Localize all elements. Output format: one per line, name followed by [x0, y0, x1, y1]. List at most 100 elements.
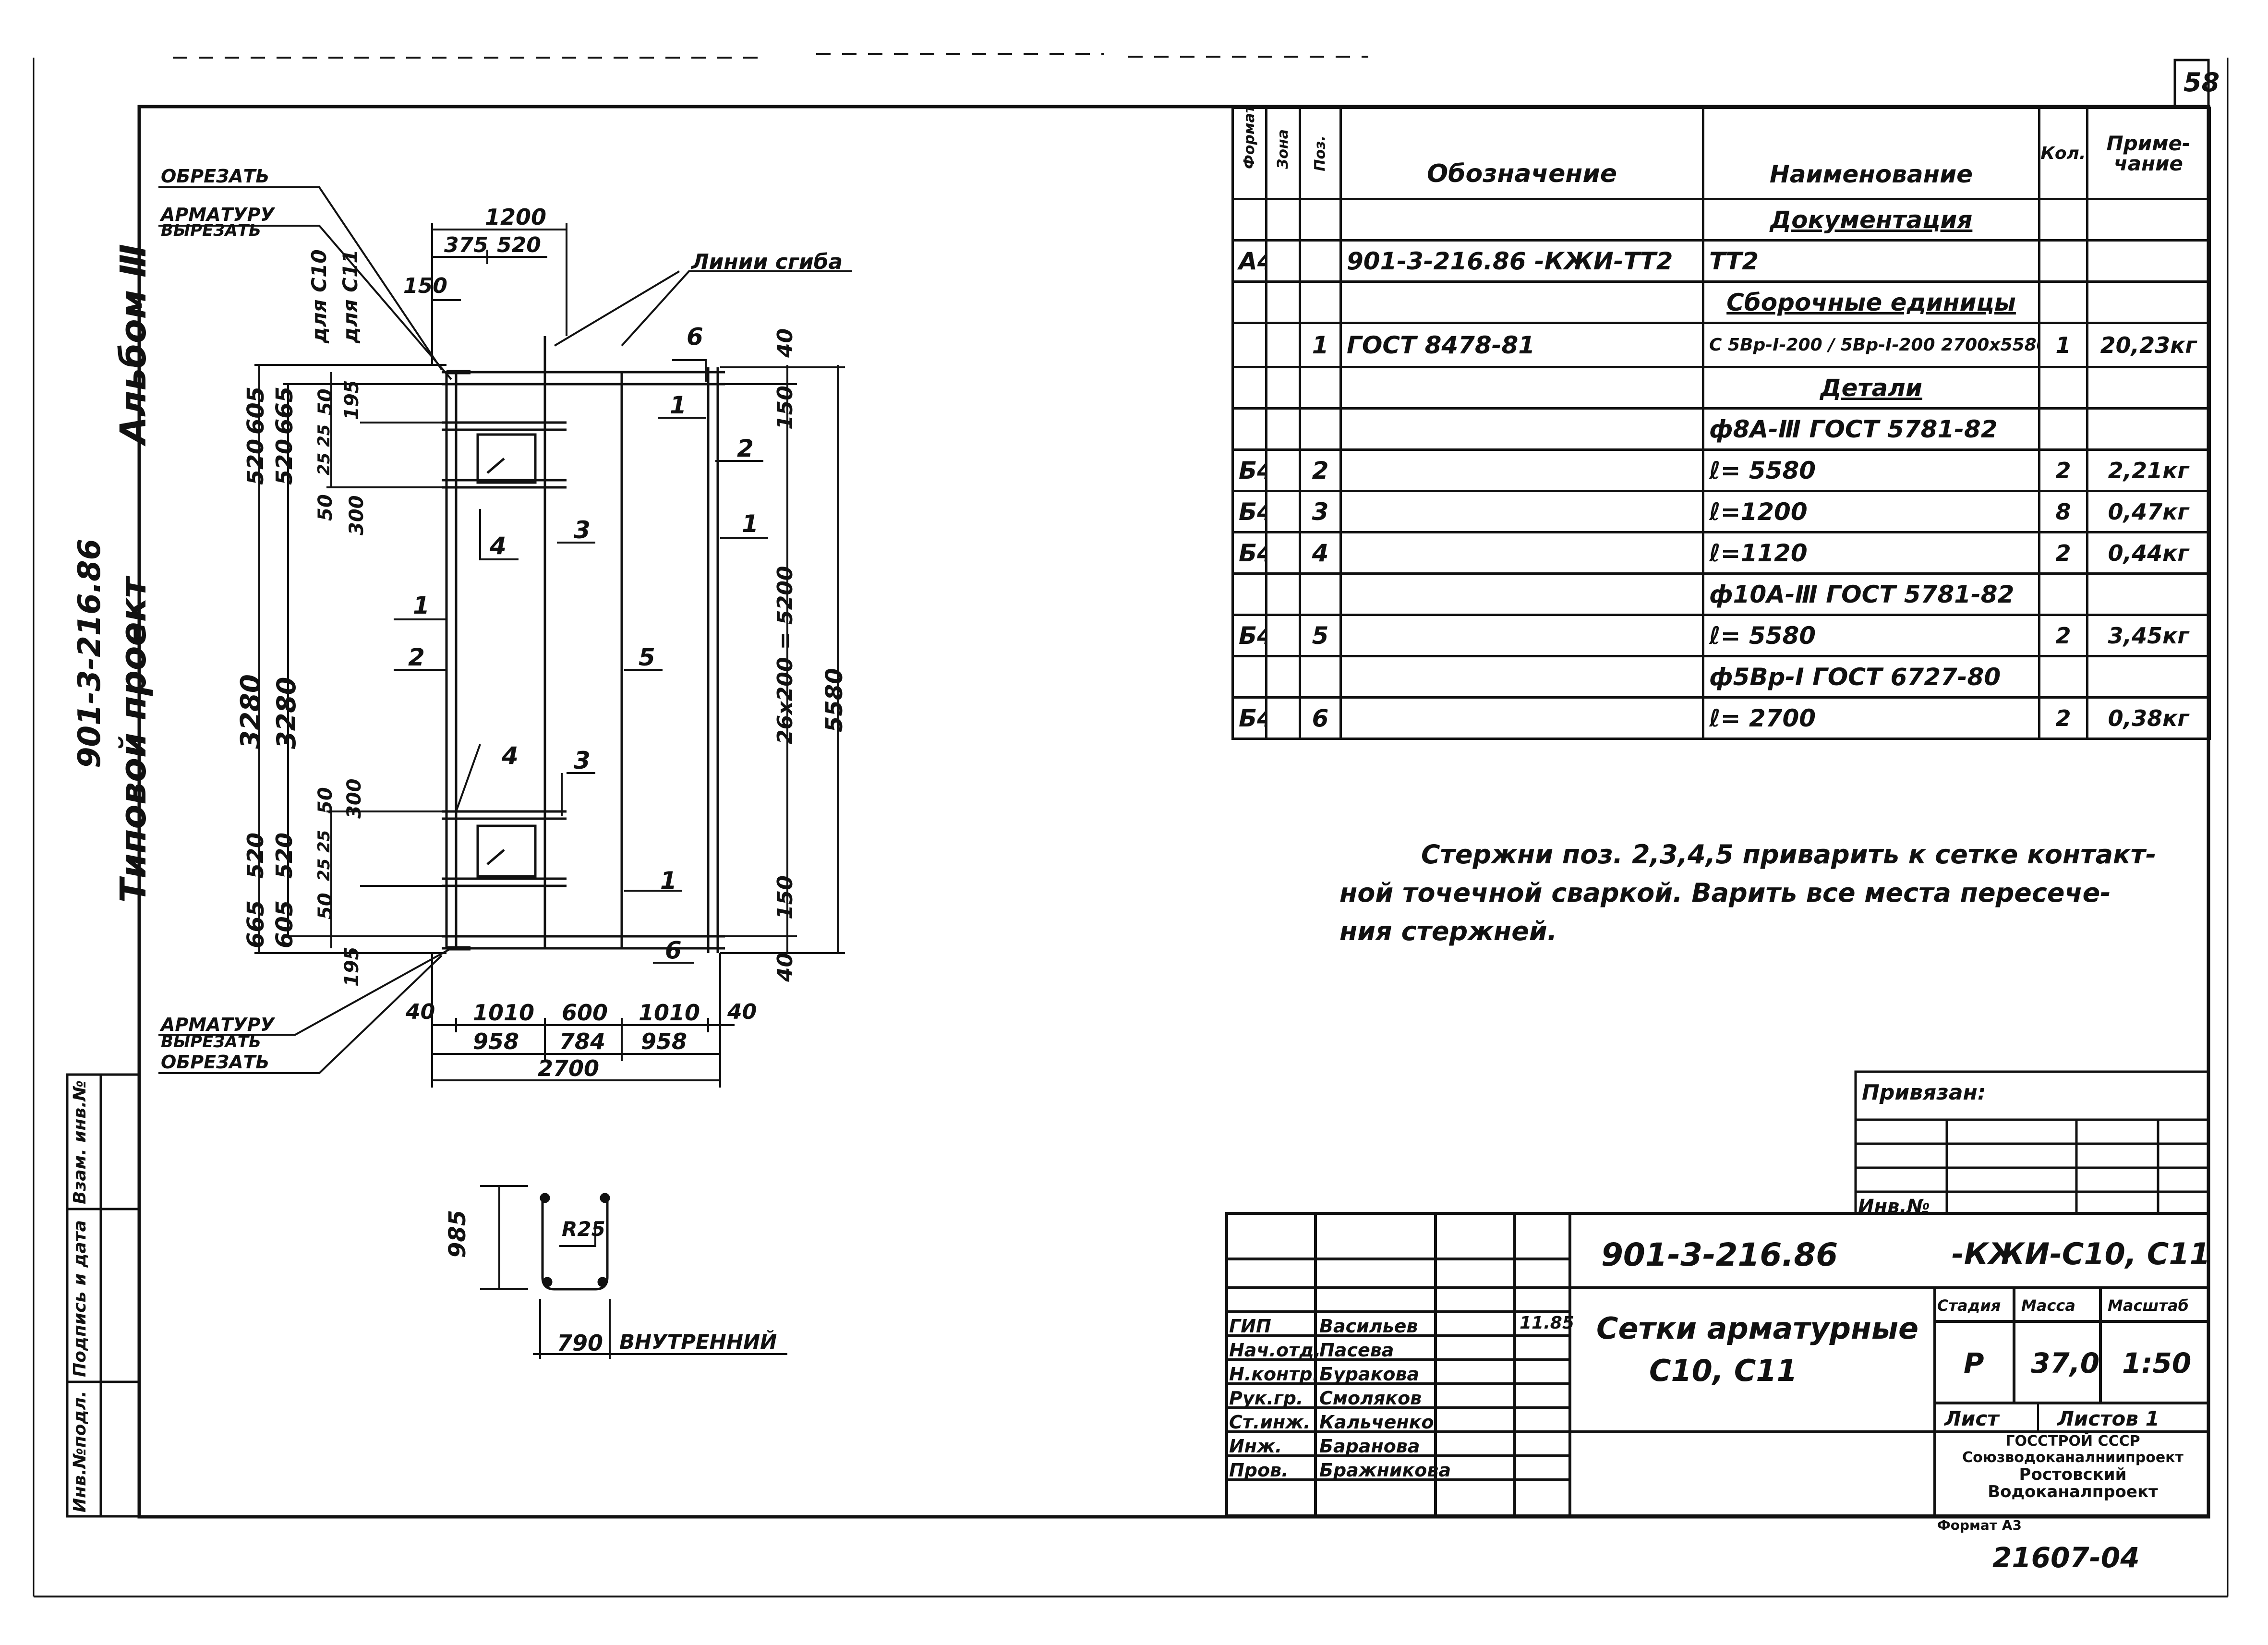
spec-cell-note: 20,23кг — [2086, 322, 2211, 368]
spec-cell-name: ТТ2 — [1702, 239, 2040, 283]
label-cut-top: ОБРЕЗАТЬ — [161, 166, 270, 187]
pos-5-mid: 5 — [639, 643, 655, 671]
spec-cell-note: 0,38кг — [2086, 696, 2211, 740]
spec-cell-name: ℓ= 2700 — [1702, 696, 2040, 740]
spec-cell-pos — [1299, 280, 1342, 324]
mass-label: Масса — [2021, 1296, 2075, 1315]
section-detail — [480, 1185, 787, 1359]
label-rebar-bottom-2: ВЫРЕЗАТЬ — [161, 1032, 261, 1052]
dim-left-50-b: 50 — [314, 494, 337, 521]
spec-header-zone: Зона — [1265, 107, 1301, 200]
org-line-2: Союзводоканалниипроект — [1962, 1449, 2184, 1466]
dim-left-3280-b: 3280 — [271, 677, 302, 749]
dim-left-300-top: 300 — [346, 495, 368, 536]
pos-1-bottom: 1 — [660, 867, 677, 895]
dim-section-width: 790 — [557, 1330, 603, 1356]
spec-cell-zone — [1265, 490, 1301, 533]
spec-row: ф5Вр-I ГОСТ 6727-80 — [1231, 655, 2211, 699]
spec-cell-designation: 901-3-216.86 -КЖИ-ТТ2 — [1339, 239, 1704, 283]
signer-role: Инж. — [1229, 1436, 1282, 1457]
label-cut-bottom: ОБРЕЗАТЬ — [161, 1052, 270, 1073]
spec-cell-name: ℓ= 5580 — [1702, 448, 2040, 492]
signer-name: Васильев — [1319, 1316, 1418, 1337]
dim-bottom-784: 784 — [559, 1028, 606, 1054]
pos-1-right: 1 — [742, 510, 759, 538]
spec-cell-pos — [1299, 198, 1342, 242]
spec-cell-qty — [2038, 198, 2088, 242]
dim-left-50-a: 50 — [314, 388, 337, 415]
spec-cell-note — [2086, 239, 2211, 283]
dim-left-50-d: 50 — [314, 893, 337, 919]
pos-6-top: 6 — [687, 323, 703, 351]
note-block: Стержни поз. 2,3,4,5 приварить к сетке к… — [1339, 835, 2204, 951]
spec-cell-zone — [1265, 280, 1301, 324]
spec-cell-format: Б4 — [1231, 490, 1267, 533]
spec-cell-note — [2086, 655, 2211, 699]
dim-bottom-1010-r: 1010 — [639, 1000, 700, 1026]
stage-label: Стадия — [1937, 1296, 2001, 1315]
signer-role: Рук.гр. — [1229, 1388, 1303, 1409]
dim-left-50-c: 50 — [314, 787, 337, 814]
signer-role: Пров. — [1229, 1460, 1289, 1481]
dim-top-150: 150 — [403, 274, 447, 298]
dim-right-40-top: 40 — [773, 328, 797, 358]
spec-cell-designation — [1339, 198, 1704, 242]
spec-header-row: Формат Зона Поз. Обозначение Наименовани… — [1231, 107, 2211, 200]
signer-date-note: 11.85 — [1520, 1313, 1574, 1333]
spec-cell-pos: 5 — [1299, 614, 1342, 657]
dim-top-total: 1200 — [485, 204, 547, 230]
dim-left-520-c: 520 — [242, 832, 268, 879]
note-line-3: ния стержней. — [1339, 916, 1557, 946]
binding-inv-label: Инв.№ — [1858, 1196, 1930, 1218]
signer-name: Буракова — [1319, 1364, 1420, 1385]
spec-cell-zone — [1265, 407, 1301, 451]
label-radius: R25 — [562, 1217, 605, 1241]
signer-name: Баранова — [1319, 1436, 1420, 1457]
spec-cell-qty — [2038, 572, 2088, 616]
signer-role: ГИП — [1229, 1316, 1271, 1337]
spec-cell-format — [1231, 322, 1267, 368]
dim-right-150-top: 150 — [773, 386, 797, 430]
spec-body: ДокументацияА4901-3-216.86 -КЖИ-ТТ2ТТ2Сб… — [1231, 198, 2211, 740]
pos-6-bottom: 6 — [665, 936, 682, 964]
spec-cell-pos — [1299, 366, 1342, 410]
dim-bottom-600: 600 — [562, 1000, 608, 1026]
spec-cell-zone — [1265, 198, 1301, 242]
spec-cell-format — [1231, 198, 1267, 242]
dim-right-150-bottom: 150 — [773, 875, 797, 919]
dim-bottom-total: 2700 — [538, 1055, 600, 1081]
signer-name: Бражникова — [1319, 1460, 1451, 1481]
spec-header-name-text: Наименование — [1769, 160, 1973, 188]
stage-value: Р — [1964, 1347, 1984, 1379]
spec-cell-zone — [1265, 531, 1301, 575]
note-line-1: Стержни поз. 2,3,4,5 приварить к сетке к… — [1421, 839, 2157, 870]
spec-cell-pos: 4 — [1299, 531, 1342, 575]
spec-cell-qty — [2038, 280, 2088, 324]
spec-cell-format — [1231, 366, 1267, 410]
binding-grid — [1854, 1070, 2210, 1215]
dim-left-520-a: 520 — [242, 438, 268, 485]
mass-value: 37,0 — [2031, 1347, 2100, 1379]
specification-table: Формат Зона Поз. Обозначение Наименовани… — [1231, 107, 2211, 740]
dim-left-520-b: 520 — [271, 438, 297, 485]
spec-cell-format — [1231, 407, 1267, 451]
spec-cell-name: Сборочные единицы — [1702, 280, 2040, 324]
sheet-label: Лист — [1944, 1407, 1999, 1430]
signer-name: Пасева — [1319, 1340, 1394, 1361]
spec-header-qty: Кол. — [2038, 107, 2088, 200]
spec-row: Документация — [1231, 198, 2211, 242]
spec-header-format-text: Формат — [1241, 108, 1258, 169]
spec-cell-qty: 1 — [2038, 322, 2088, 368]
label-inner: ВНУТРЕННИЙ — [619, 1330, 777, 1354]
spec-cell-zone — [1265, 655, 1301, 699]
spec-cell-designation — [1339, 280, 1704, 324]
spec-cell-pos: 1 — [1299, 322, 1342, 368]
dimension-lines — [254, 223, 845, 1088]
left-stamp-grid — [66, 1073, 141, 1518]
spec-row: Сборочные единицы — [1231, 280, 2211, 324]
title-line-1: Сетки арматурные — [1596, 1311, 1919, 1346]
title-block-grid — [1225, 1212, 2210, 1517]
